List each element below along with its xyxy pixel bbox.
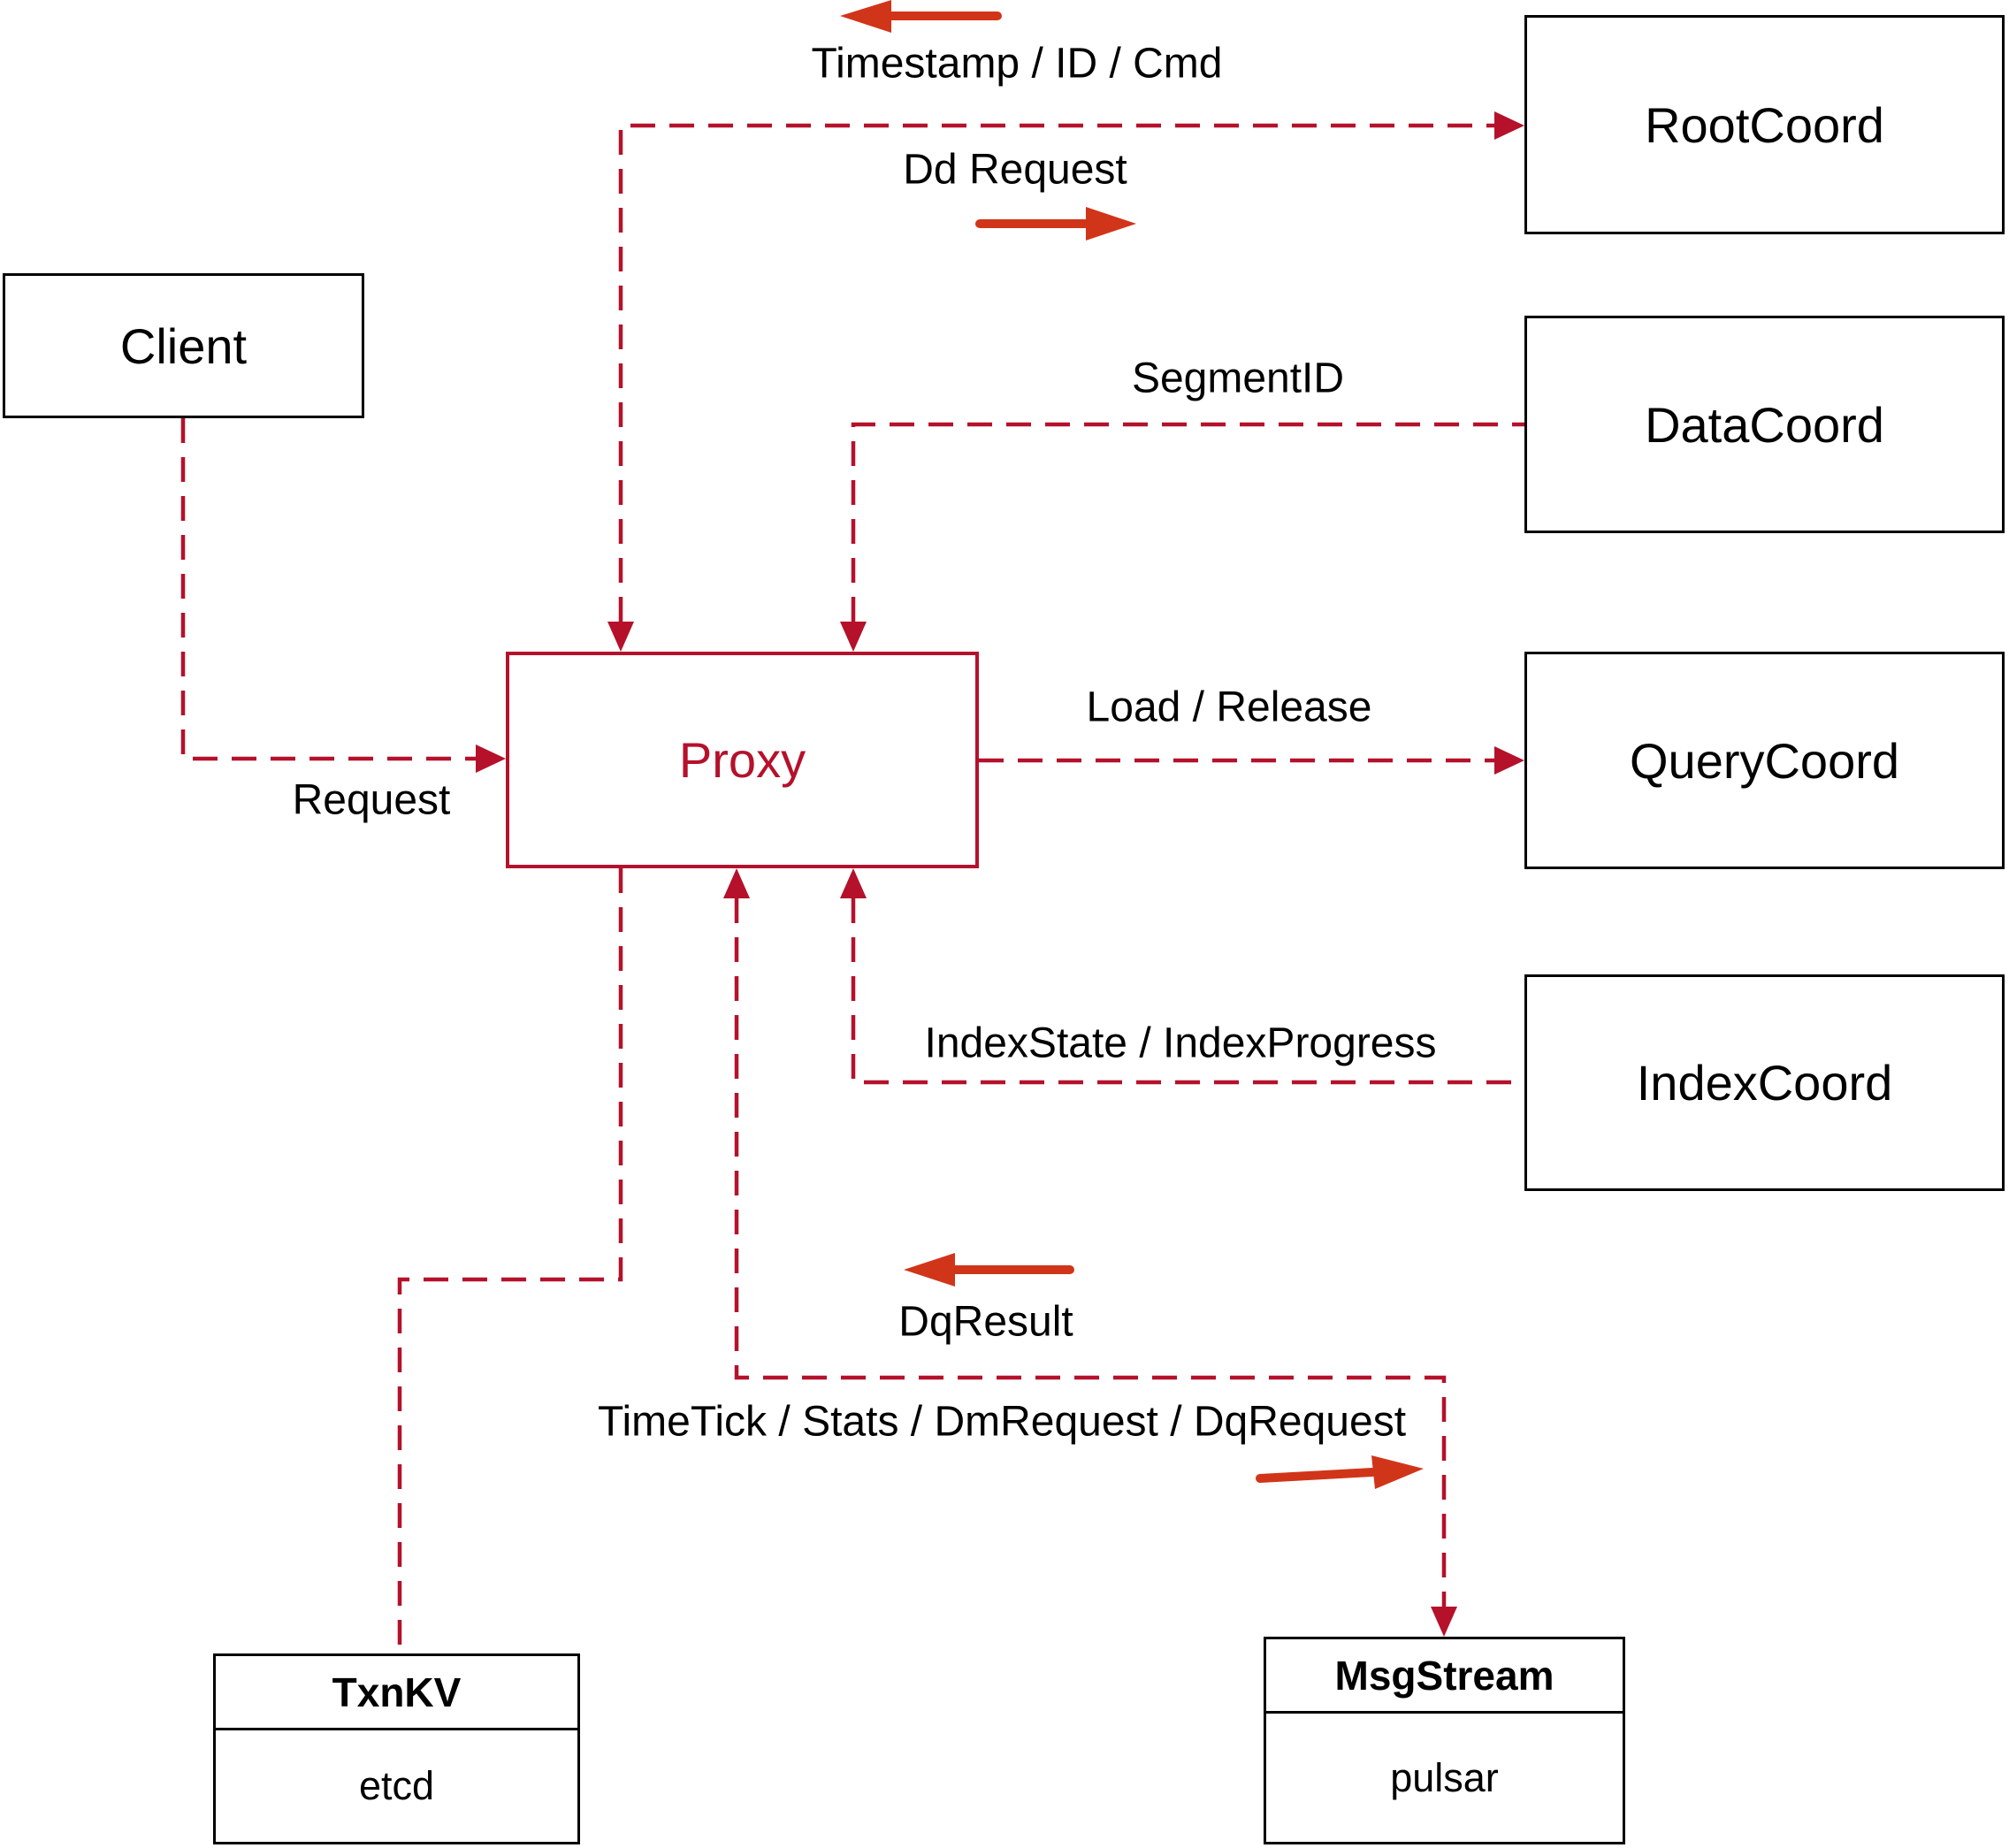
node-client-label: Client (119, 317, 248, 374)
arrowhead-into-proxy-left (476, 745, 506, 773)
node-querycoord-label: QueryCoord (1629, 732, 1900, 789)
node-indexcoord-label: IndexCoord (1636, 1055, 1893, 1111)
edge-label-request: Request (292, 776, 451, 824)
node-datacoord-label: DataCoord (1645, 396, 1884, 453)
edge-proxy-msgstream-line (734, 898, 1447, 1607)
node-indexcoord: IndexCoord (1524, 974, 2005, 1191)
arrowhead-into-proxy-top-left (607, 622, 634, 652)
arrowhead-into-proxy-bottom-right (840, 868, 867, 898)
node-msgstream-implementation: pulsar (1390, 1754, 1499, 1800)
arrowhead-into-proxy-bottom-mid (723, 868, 750, 898)
node-datacoord: DataCoord (1524, 316, 2005, 533)
node-querycoord: QueryCoord (1524, 652, 2005, 869)
edge-label-load-release: Load / Release (1086, 683, 1372, 731)
direction-arrow-timetick-right (1256, 1455, 1424, 1489)
node-msgstream-title: MsgStream (1266, 1639, 1623, 1714)
edge-label-segmentid: SegmentID (1131, 355, 1345, 402)
edge-proxy-txnkv-line (397, 868, 623, 1652)
node-client: Client (3, 273, 364, 418)
arrowhead-into-rootcoord (1494, 111, 1524, 140)
node-rootcoord: RootCoord (1524, 15, 2005, 234)
edge-label-timetick-stats-dmrequest-dqrequest: TimeTick / Stats / DmRequest / DqRequest (597, 1398, 1407, 1446)
node-rootcoord-label: RootCoord (1645, 96, 1884, 153)
edge-label-indexstate-indexprogress: IndexState / IndexProgress (924, 1019, 1437, 1067)
edge-client-proxy-line (180, 418, 476, 761)
edge-label-dqresult: DqResult (898, 1298, 1073, 1346)
edge-label-timestamp-id-cmd: Timestamp / ID / Cmd (811, 40, 1223, 88)
arrowhead-into-proxy-top-right (840, 622, 867, 652)
arrowhead-into-msgstream (1431, 1607, 1457, 1637)
direction-arrow-dd-request-right (975, 207, 1136, 241)
edge-datacoord-proxy-line (851, 422, 1524, 622)
node-txnkv: TxnKV etcd (213, 1653, 580, 1844)
direction-arrow-dqresult-left (904, 1253, 1074, 1287)
direction-arrow-timestamp-left (840, 0, 1002, 33)
node-proxy: Proxy (506, 652, 979, 868)
node-msgstream: MsgStream pulsar (1264, 1637, 1625, 1844)
edge-label-dd-request: Dd Request (903, 146, 1127, 194)
node-proxy-label: Proxy (678, 732, 806, 788)
node-txnkv-implementation: etcd (358, 1763, 435, 1808)
node-txnkv-title: TxnKV (216, 1656, 577, 1730)
arrowhead-into-querycoord (1494, 746, 1524, 775)
edge-proxy-rootcoord-line (618, 123, 1494, 622)
edge-indexcoord-proxy-line (851, 898, 1524, 1085)
